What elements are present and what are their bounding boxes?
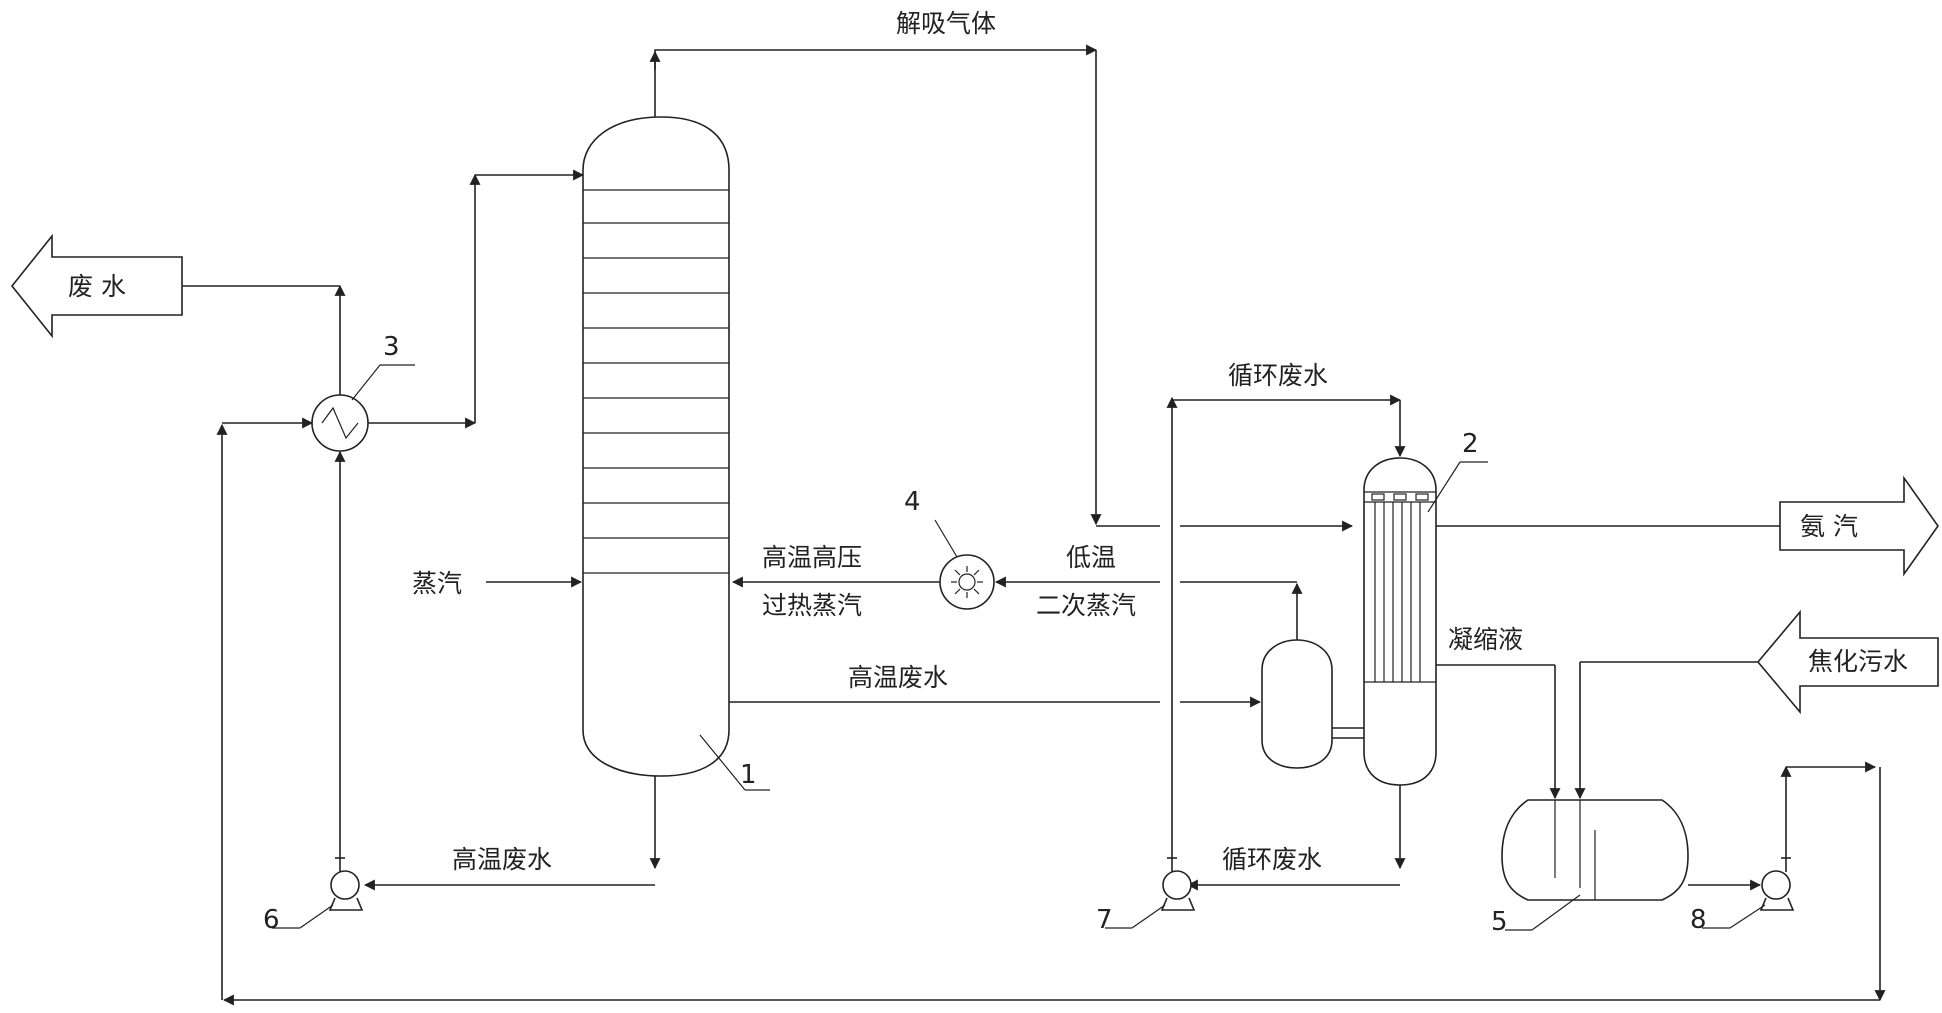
- hx-leader-line: [351, 364, 381, 401]
- coking-wastewater-inlet-arrow: [1756, 609, 1939, 715]
- pump6-leader-line: [299, 904, 334, 929]
- compressor-leader-line: [934, 519, 958, 558]
- condensate-label: 凝缩液: [1448, 625, 1523, 654]
- pump-8: [1759, 857, 1795, 911]
- pump7-number: 7: [1096, 905, 1113, 935]
- heat-exchanger: [311, 394, 369, 452]
- compressor-number: 4: [904, 487, 921, 517]
- bottom-recycle-label: 循环废水: [1222, 845, 1322, 874]
- compressor-4: [939, 554, 995, 610]
- superheated-label-1: 高温高压: [762, 543, 862, 572]
- bottom-hot-wastewater-label: 高温废水: [452, 845, 552, 874]
- mid-hot-wastewater-label: 高温废水: [848, 663, 948, 692]
- column-number: 1: [740, 760, 757, 790]
- ammonia-vapor-outlet-arrow: [1779, 475, 1939, 577]
- superheated-label-2: 过热蒸汽: [762, 591, 862, 620]
- hx-number: 3: [383, 332, 400, 362]
- condenser-leader-line: [1427, 461, 1461, 513]
- desorbed-gas-label: 解吸气体: [896, 9, 996, 38]
- falling-film-condenser: [1363, 457, 1437, 786]
- ammonia-vapor-label: 氨 汽: [1800, 512, 1858, 541]
- desorbed-gas-line-top: [654, 44, 1098, 117]
- pump7-leader-line: [1131, 904, 1166, 929]
- low-temp-label-2: 二次蒸汽: [1036, 591, 1136, 620]
- column-leader-line: [699, 734, 746, 791]
- tank-leader-line: [1531, 894, 1581, 931]
- pump-6: [328, 858, 364, 911]
- pump8-leader-line: [1729, 904, 1766, 929]
- stripping-column: [582, 116, 730, 777]
- waste-water-label: 废 水: [68, 272, 126, 301]
- pump6-number: 6: [263, 905, 280, 935]
- waste-water-outlet-arrow: [10, 233, 183, 339]
- steam-label: 蒸汽: [412, 569, 462, 598]
- pump-7: [1160, 857, 1196, 911]
- top-recycle-label: 循环废水: [1228, 361, 1328, 390]
- coking-wastewater-label: 焦化污水: [1808, 647, 1908, 676]
- condenser-number: 2: [1462, 429, 1479, 459]
- low-temp-label-1: 低温: [1066, 543, 1116, 572]
- tank-number: 5: [1491, 907, 1508, 937]
- separator-drum: [1261, 639, 1364, 769]
- pump8-number: 8: [1690, 905, 1707, 935]
- feed-tank-5: [1501, 799, 1689, 901]
